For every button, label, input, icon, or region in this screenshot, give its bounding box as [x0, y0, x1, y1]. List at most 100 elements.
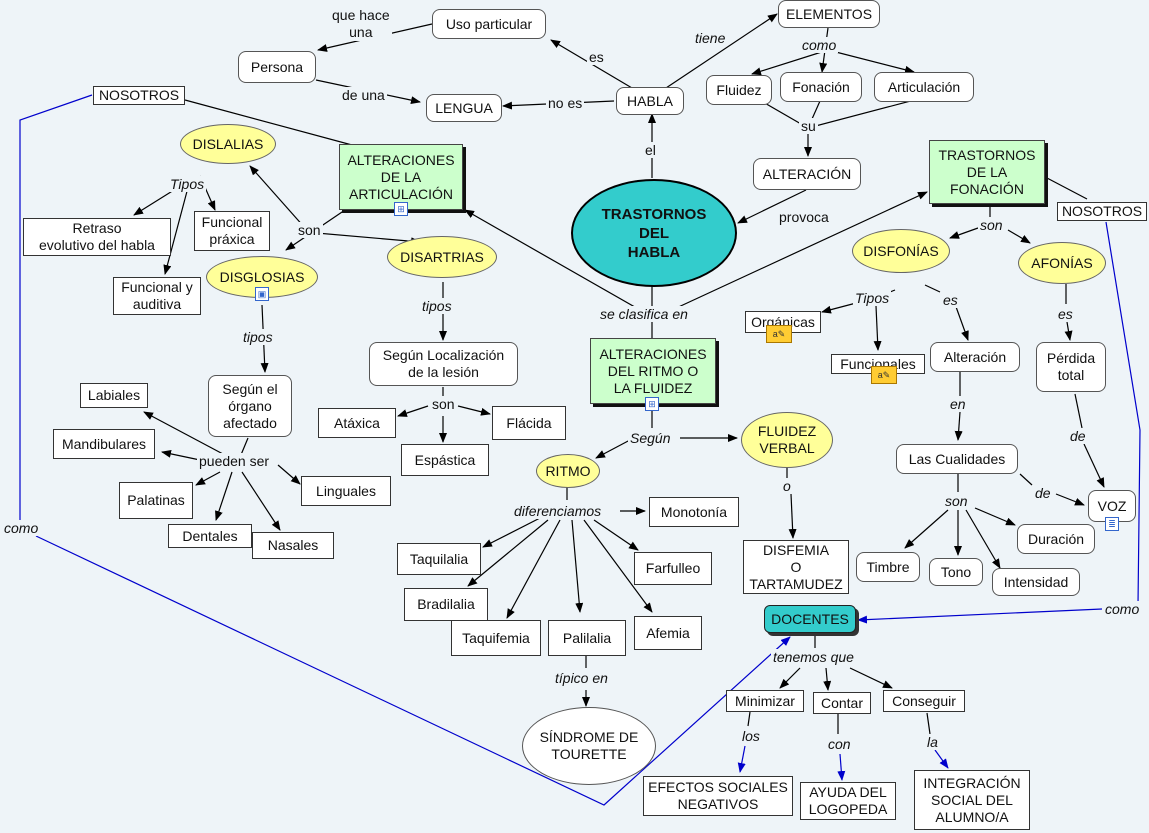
concept-sindrome-tourette[interactable]: SÍNDROME DE TOURETTE — [522, 707, 656, 785]
link-label: es — [587, 49, 606, 65]
link-label: son — [978, 217, 1005, 233]
concept-bradilalia[interactable]: Bradilalia — [404, 588, 488, 621]
concept-disartrias[interactable]: DISARTRIAS — [387, 236, 497, 278]
concept-alteraciones-ritmo[interactable]: ALTERACIONES DEL RITMO O LA FLUIDEZ — [590, 338, 716, 404]
concept-tono[interactable]: Tono — [929, 558, 983, 586]
concept-ayuda-logopeda[interactable]: AYUDA DEL LOGOPEDA — [800, 782, 896, 820]
link-label: el — [643, 142, 658, 158]
concept-habla[interactable]: HABLA — [616, 87, 684, 115]
concept-alteracion-voz[interactable]: Alteración — [930, 342, 1020, 372]
link-label: no es — [546, 95, 585, 111]
concept-segun-localizacion[interactable]: Según Localización de la lesión — [369, 342, 518, 386]
link-label: Tipos — [853, 290, 892, 306]
link-label: típico en — [553, 670, 610, 686]
concept-lengua[interactable]: LENGUA — [426, 94, 502, 122]
text-note-icon[interactable]: a✎ — [766, 325, 792, 343]
link-label: de una — [340, 87, 387, 103]
link-label: con — [826, 736, 853, 752]
concept-las-cualidades[interactable]: Las Cualidades — [896, 444, 1018, 474]
link-label: Tipos — [168, 176, 207, 192]
concept-timbre[interactable]: Timbre — [856, 552, 920, 582]
image-icon[interactable]: ▣ — [255, 287, 269, 301]
link-label: tipos — [241, 329, 275, 345]
concept-nosotros-right[interactable]: NOSOTROS — [1057, 202, 1147, 221]
concept-uso-particular[interactable]: Uso particular — [432, 9, 546, 39]
concept-dentales[interactable]: Dentales — [168, 524, 252, 548]
link-label: como — [2, 520, 41, 536]
concept-funcional-auditiva[interactable]: Funcional y auditiva — [113, 277, 201, 315]
concept-trastornos-del-habla[interactable]: TRASTORNOS DEL HABLA — [571, 179, 737, 287]
concept-integracion-social[interactable]: INTEGRACIÓN SOCIAL DEL ALUMNO/A — [914, 770, 1030, 830]
submap-icon[interactable]: ⊞ — [645, 397, 659, 411]
concept-ritmo[interactable]: RITMO — [536, 454, 600, 488]
concept-palatinas[interactable]: Palatinas — [119, 482, 193, 519]
link-label: tiene — [693, 30, 728, 46]
link-label: de — [1068, 428, 1088, 444]
concept-disfonias[interactable]: DISFONÍAS — [852, 229, 950, 273]
concept-afonias[interactable]: AFONÍAS — [1018, 242, 1106, 284]
concept-farfulleo[interactable]: Farfulleo — [634, 552, 712, 585]
concept-mandibulares[interactable]: Mandibulares — [53, 429, 155, 459]
concept-disfemia[interactable]: DISFEMIA O TARTAMUDEZ — [743, 540, 849, 594]
concept-flacida[interactable]: Flácida — [492, 406, 566, 440]
concept-labiales[interactable]: Labiales — [80, 383, 148, 408]
concept-fonacion[interactable]: Fonación — [780, 72, 862, 102]
concept-intensidad[interactable]: Intensidad — [992, 568, 1080, 596]
link-label: Según — [628, 430, 673, 446]
concept-docentes[interactable]: DOCENTES — [764, 605, 856, 633]
concept-segun-organo[interactable]: Según el órgano afectado — [208, 375, 292, 437]
link-label: como — [800, 37, 839, 53]
concept-afemia[interactable]: Afemia — [634, 616, 702, 650]
concept-conseguir[interactable]: Conseguir — [883, 690, 965, 712]
concept-articulacion[interactable]: Articulación — [874, 72, 974, 102]
concept-duracion[interactable]: Duración — [1017, 524, 1095, 554]
concept-ataxica[interactable]: Atáxica — [318, 408, 396, 438]
link-label: de — [1033, 485, 1053, 501]
link-label: diferenciamos — [512, 503, 604, 519]
concept-fluidez-verbal[interactable]: FLUIDEZ VERBAL — [741, 412, 833, 468]
concept-perdida-total[interactable]: Pérdida total — [1036, 342, 1106, 392]
link-label: son — [430, 396, 457, 412]
link-label: provoca — [777, 209, 831, 225]
concept-elementos[interactable]: ELEMENTOS — [778, 0, 880, 28]
link-label: se clasifica en — [598, 306, 690, 322]
document-icon[interactable]: ≣ — [1105, 517, 1119, 531]
link-label: la — [925, 734, 940, 750]
link-label: tipos — [420, 298, 454, 314]
concept-nasales[interactable]: Nasales — [252, 532, 334, 559]
concept-alteracion[interactable]: ALTERACIÓN — [753, 158, 861, 190]
concept-fluidez[interactable]: Fluidez — [706, 75, 772, 105]
link-label: su — [799, 118, 818, 134]
concept-palilalia[interactable]: Palilalia — [548, 620, 626, 656]
concept-voz[interactable]: VOZ — [1088, 490, 1136, 522]
concept-linguales[interactable]: Linguales — [301, 476, 391, 506]
link-label: son — [943, 493, 970, 509]
concept-nosotros-left[interactable]: NOSOTROS — [93, 86, 185, 105]
concept-trastornos-fonacion[interactable]: TRASTORNOS DE LA FONACIÓN — [929, 140, 1045, 204]
link-label: tenemos que — [771, 649, 856, 665]
concept-minimizar[interactable]: Minimizar — [726, 690, 804, 712]
concept-espastica[interactable]: Espástica — [401, 444, 489, 476]
link-label: como — [1103, 601, 1142, 617]
concept-dislalias[interactable]: DISLALIAS — [180, 124, 276, 164]
concept-contar[interactable]: Contar — [813, 692, 871, 714]
submap-icon[interactable]: ⊞ — [394, 202, 408, 216]
concept-efectos-sociales[interactable]: EFECTOS SOCIALES NEGATIVOS — [643, 776, 793, 816]
link-label: en — [948, 396, 968, 412]
link-label: que hace una — [330, 7, 392, 41]
concept-retraso-evolutivo[interactable]: Retraso evolutivo del habla — [23, 218, 171, 256]
link-label: es — [941, 292, 960, 308]
concept-alteraciones-articulacion[interactable]: ALTERACIONES DE LA ARTICULACIÓN — [339, 144, 463, 210]
concept-persona[interactable]: Persona — [238, 51, 316, 83]
concept-taquilalia[interactable]: Taquilalia — [397, 543, 481, 575]
link-label: pueden ser — [197, 453, 272, 469]
link-label: es — [1056, 306, 1075, 322]
link-label: los — [740, 728, 762, 744]
concept-taquifemia[interactable]: Taquifemia — [451, 620, 541, 656]
concept-funcional-praxica[interactable]: Funcional práxica — [194, 211, 270, 251]
concept-monotonia[interactable]: Monotonía — [649, 497, 739, 527]
link-label: son — [296, 222, 323, 238]
text-note-icon[interactable]: a✎ — [871, 366, 897, 384]
